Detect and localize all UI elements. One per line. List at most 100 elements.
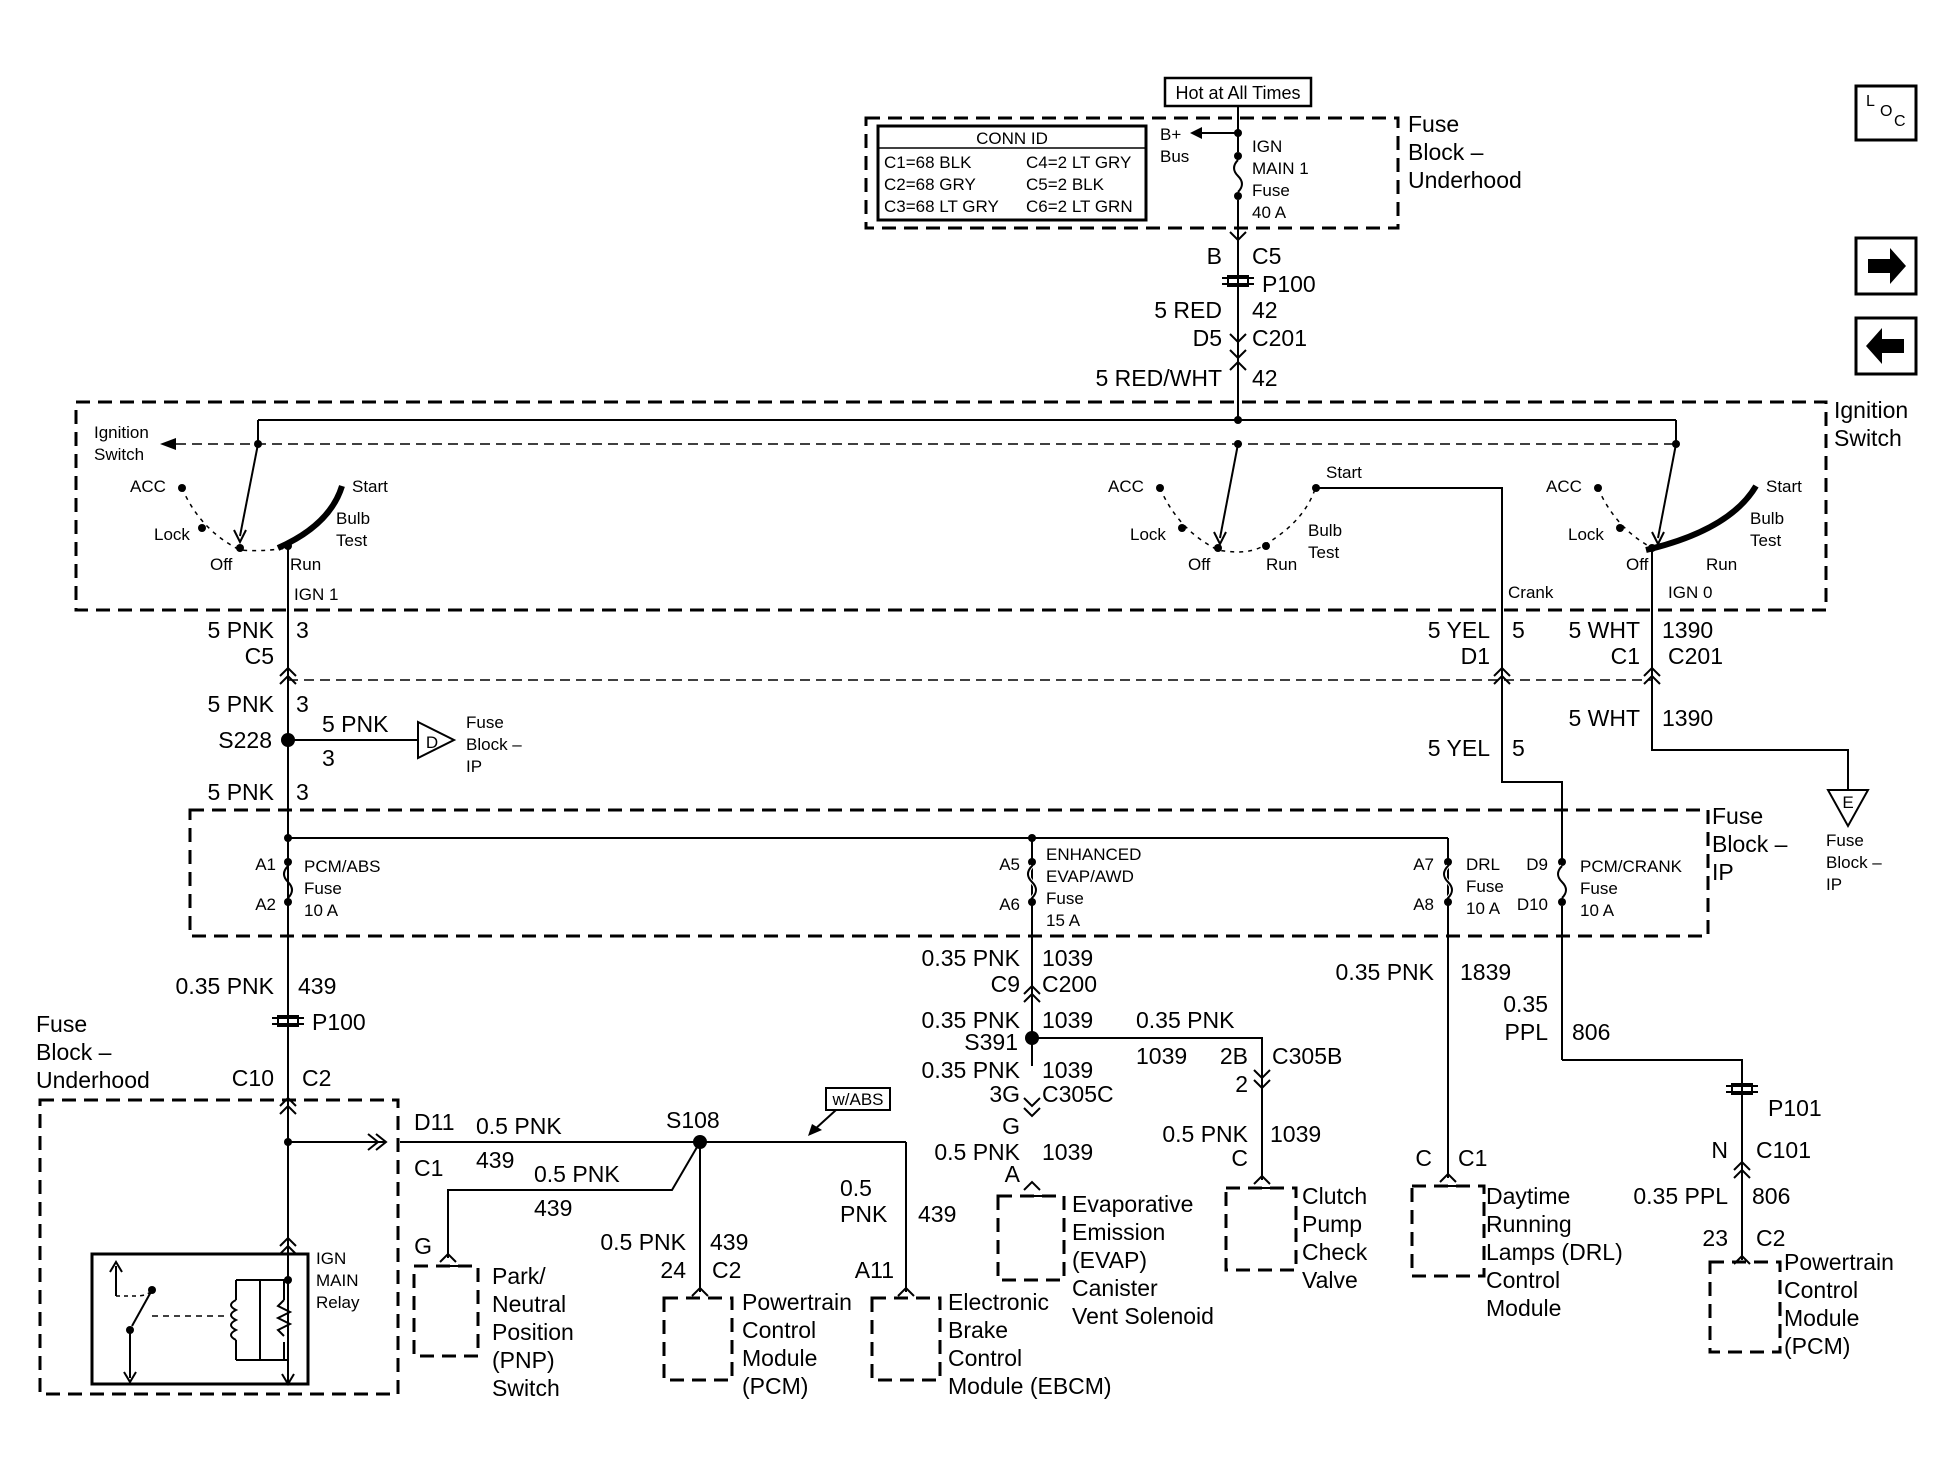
svg-text:Bulb: Bulb (336, 509, 370, 528)
svg-text:0.35 PNK: 0.35 PNK (922, 1007, 1021, 1033)
w-abs-tag: w/ABS (808, 1087, 891, 1136)
loc-icon[interactable]: L O C (1854, 84, 1918, 142)
svg-text:S108: S108 (666, 1107, 720, 1133)
svg-text:E: E (1842, 793, 1853, 812)
svg-text:Valve: Valve (1302, 1267, 1358, 1293)
svg-text:0.5: 0.5 (840, 1175, 872, 1201)
svg-text:Bus: Bus (1160, 147, 1189, 166)
svg-text:Module: Module (1784, 1305, 1859, 1331)
svg-text:D1: D1 (1461, 643, 1490, 669)
svg-text:IGN: IGN (316, 1249, 346, 1268)
svg-text:Check: Check (1302, 1239, 1368, 1265)
svg-text:D9: D9 (1526, 855, 1548, 874)
svg-text:Fuse: Fuse (36, 1011, 87, 1037)
svg-text:L: L (1866, 93, 1875, 110)
svg-text:IP: IP (1712, 859, 1734, 885)
bplus-bus: B+ Bus (1160, 125, 1242, 166)
svg-text:IGN 0: IGN 0 (1668, 583, 1712, 602)
svg-text:B: B (1207, 243, 1222, 269)
svg-text:D10: D10 (1517, 895, 1548, 914)
right-arrow-icon[interactable] (1854, 236, 1918, 296)
evap-circuit-wires (1023, 984, 1271, 1191)
svg-text:Switch: Switch (94, 445, 144, 464)
svg-text:Start: Start (352, 477, 388, 496)
ign-main-relay (90, 1252, 310, 1386)
svg-text:C: C (1231, 1145, 1248, 1171)
svg-text:Crank: Crank (1508, 583, 1554, 602)
svg-text:C4=2 LT GRY: C4=2 LT GRY (1026, 153, 1131, 172)
svg-text:Module (EBCM): Module (EBCM) (948, 1373, 1112, 1399)
svg-text:0.5 PNK: 0.5 PNK (600, 1229, 686, 1255)
svg-text:Pump: Pump (1302, 1211, 1362, 1237)
svg-text:23: 23 (1702, 1225, 1728, 1251)
svg-text:5: 5 (1512, 617, 1525, 643)
svg-text:Switch: Switch (1834, 425, 1902, 451)
svg-text:(PCM): (PCM) (742, 1373, 808, 1399)
svg-text:IGN: IGN (1252, 137, 1282, 156)
evap-circuit-labels: 0.35 PNK 1039 C9 C200 0.35 PNK 1039 S391… (922, 945, 1343, 1187)
svg-text:Ignition: Ignition (1834, 397, 1908, 423)
svg-text:Module: Module (1486, 1295, 1561, 1321)
svg-text:2B: 2B (1220, 1043, 1248, 1069)
svg-text:IGN 1: IGN 1 (294, 585, 338, 604)
svg-text:C: C (1894, 113, 1906, 130)
svg-text:1039: 1039 (1042, 1139, 1093, 1165)
svg-text:40 A: 40 A (1252, 203, 1287, 222)
svg-text:Run: Run (290, 555, 321, 574)
svg-text:PCM/ABS: PCM/ABS (304, 857, 381, 876)
svg-text:Fuse: Fuse (1712, 803, 1763, 829)
svg-text:Test: Test (1308, 543, 1339, 562)
pcm-crank-circuit-wires (1562, 1059, 1758, 1265)
svg-text:806: 806 (1572, 1019, 1610, 1045)
drl-circuit (1439, 1172, 1457, 1183)
ebcm-module: Electronic Brake Control Module (EBCM) (870, 1289, 1112, 1399)
left-arrow-icon[interactable] (1854, 316, 1918, 376)
svg-text:3: 3 (322, 745, 335, 771)
clutch-pump-check-valve: Clutch Pump Check Valve (1224, 1183, 1368, 1293)
svg-text:A2: A2 (255, 895, 276, 914)
svg-text:5 WHT: 5 WHT (1568, 617, 1640, 643)
svg-text:Fuse: Fuse (304, 879, 342, 898)
svg-text:Lock: Lock (1568, 525, 1604, 544)
svg-text:5 RED: 5 RED (1154, 297, 1222, 323)
pcm-crank-circuit-labels: 0.35 PPL 806 P101 N C101 0.35 PPL 806 23… (1503, 991, 1821, 1251)
ignition-switch-section-3: ACC Lock Off Run Start Bulb Test IGN 0 (1546, 420, 1802, 610)
svg-text:CONN ID: CONN ID (976, 129, 1048, 148)
svg-text:C1: C1 (414, 1155, 443, 1181)
lower-left-wires (272, 906, 915, 1297)
svg-text:Control: Control (948, 1345, 1022, 1371)
svg-text:24: 24 (660, 1257, 686, 1283)
svg-text:Clutch: Clutch (1302, 1183, 1367, 1209)
ignition-switch-mech-arrow: Ignition Switch (94, 423, 1676, 464)
svg-text:ACC: ACC (1546, 477, 1582, 496)
svg-text:B+: B+ (1160, 125, 1181, 144)
svg-text:ENHANCED: ENHANCED (1046, 845, 1141, 864)
fuse-block-underhood-top-outline (864, 116, 1400, 230)
svg-text:5 YEL: 5 YEL (1428, 735, 1490, 761)
svg-text:IP: IP (1826, 875, 1842, 894)
svg-text:C305C: C305C (1042, 1081, 1114, 1107)
svg-text:3G: 3G (989, 1081, 1020, 1107)
svg-text:0.35 PPL: 0.35 PPL (1633, 1183, 1728, 1209)
svg-text:0.5 PNK: 0.5 PNK (1162, 1121, 1248, 1147)
svg-text:(PCM): (PCM) (1784, 1333, 1850, 1359)
svg-text:C2: C2 (712, 1257, 741, 1283)
svg-text:(PNP): (PNP) (492, 1347, 555, 1373)
svg-text:C101: C101 (1756, 1137, 1811, 1163)
svg-text:A: A (1005, 1161, 1021, 1187)
svg-text:Lock: Lock (1130, 525, 1166, 544)
svg-text:Switch: Switch (492, 1375, 560, 1401)
left-branch-labels: 5 PNK 3 C5 5 PNK 3 S228 5 PNK 3 D 5 PNK … (208, 617, 439, 805)
svg-text:P101: P101 (1768, 1095, 1822, 1121)
svg-text:N: N (1711, 1137, 1728, 1163)
evap-canister-vent-solenoid: Evaporative Emission (EVAP) Canister Ven… (996, 1191, 1214, 1329)
svg-text:5: 5 (1512, 735, 1525, 761)
fuse-block-ip-outline (188, 808, 1710, 938)
svg-text:1039: 1039 (1136, 1043, 1187, 1069)
svg-text:Lock: Lock (154, 525, 190, 544)
svg-text:C9: C9 (991, 971, 1020, 997)
svg-text:Underhood: Underhood (1408, 167, 1522, 193)
svg-text:0.5 PNK: 0.5 PNK (534, 1161, 620, 1187)
svg-text:Emission: Emission (1072, 1219, 1165, 1245)
